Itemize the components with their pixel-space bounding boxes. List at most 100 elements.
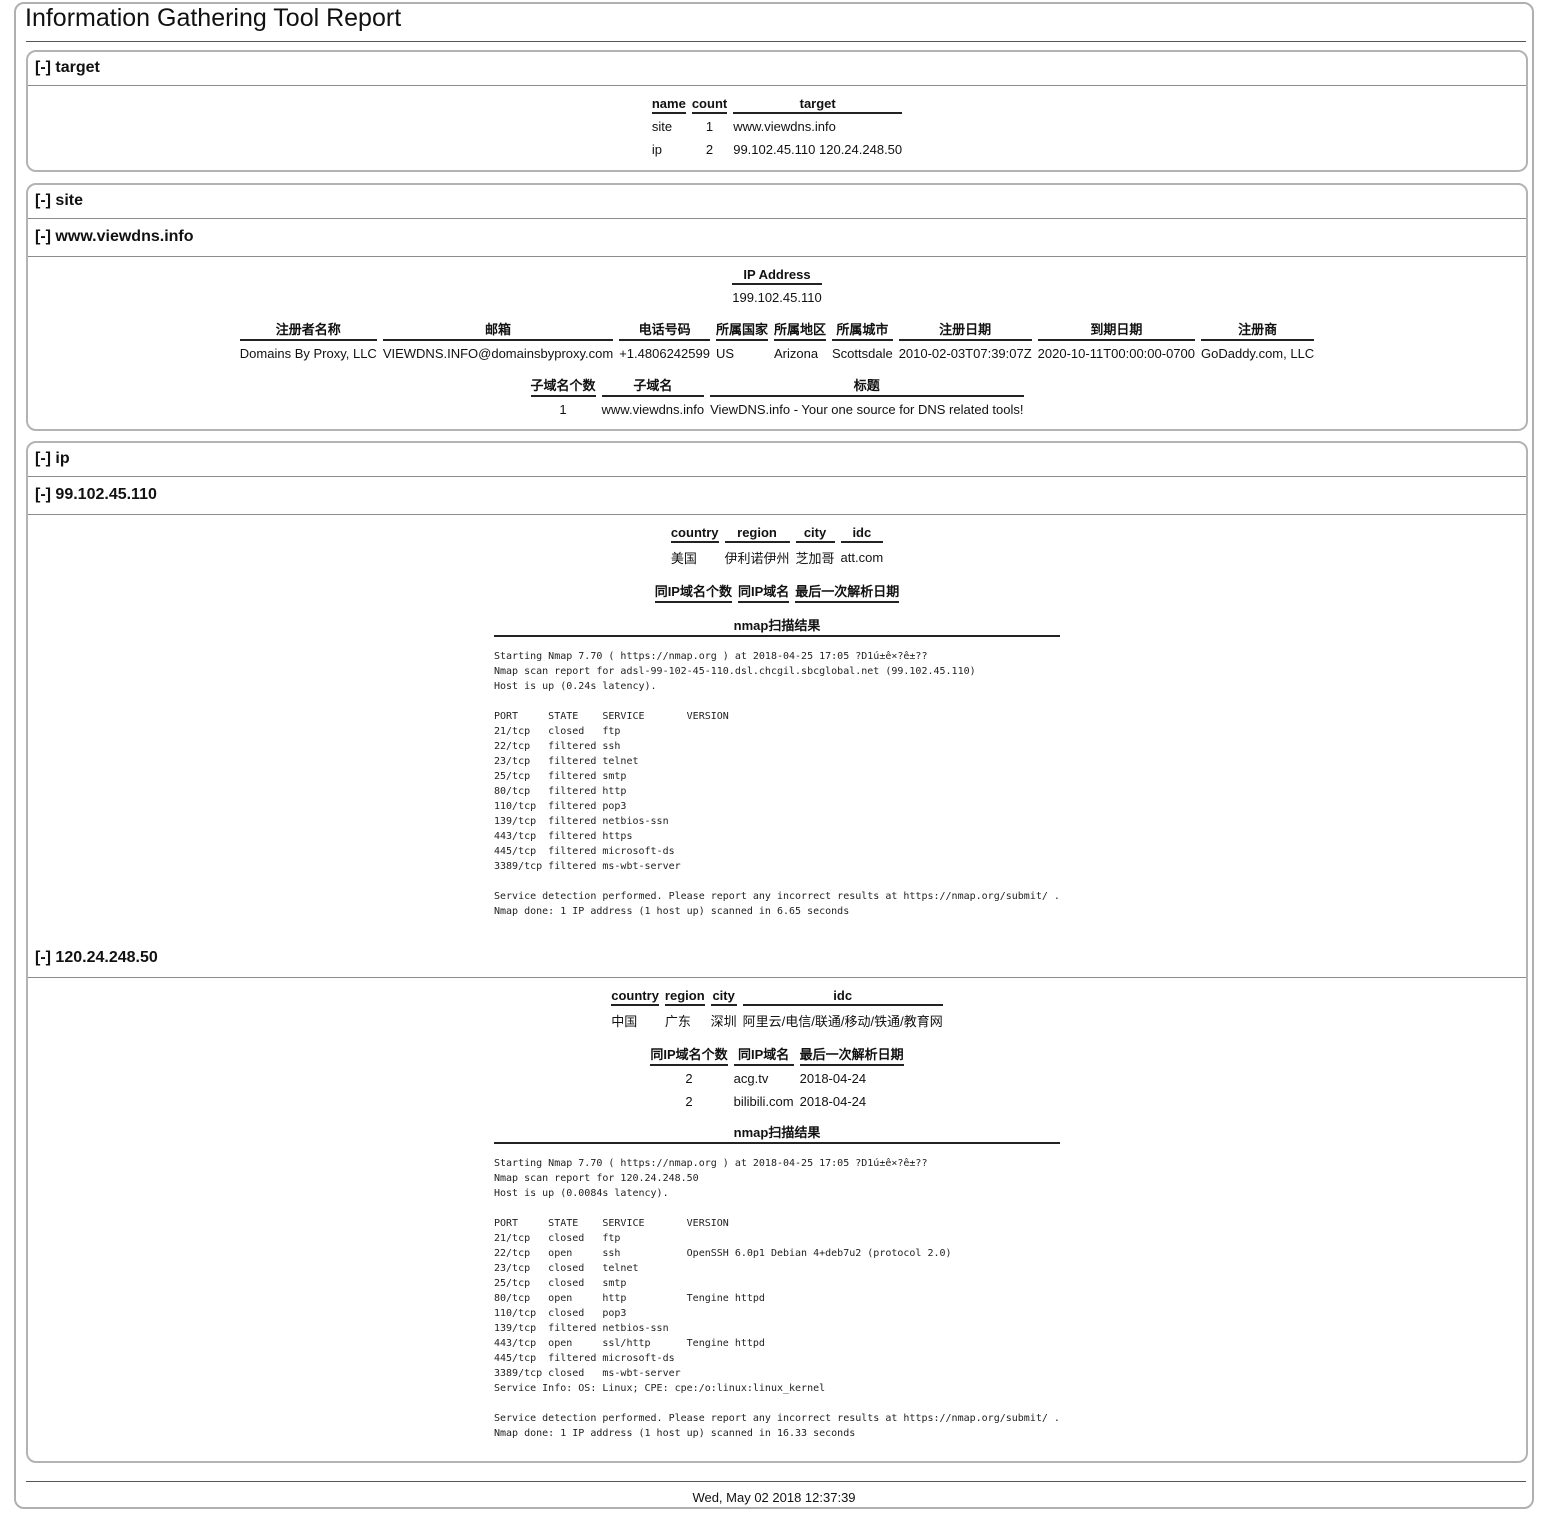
target-section-header[interactable]: [-] target <box>28 52 1526 86</box>
same-ip-table-1: 同IP域名个数同IP域名最后一次解析日期 <box>649 579 906 603</box>
table-cell: 广东 <box>664 1014 691 1029</box>
column-header: 所属城市 <box>831 317 893 341</box>
site-host-header[interactable]: [-] www.viewdns.info <box>28 219 1526 257</box>
table-cell: bilibili.com <box>733 1094 794 1109</box>
table-row: 中国 广东 深圳阿里云/电信/联通/移动/铁通/教育网 <box>611 1006 942 1033</box>
table-cell: acg.tv <box>733 1071 769 1086</box>
table-cell: 2010-02-03T07:39:07Z <box>898 346 1032 361</box>
column-header: 同IP域名个数 <box>654 579 732 603</box>
table-cell: US <box>715 346 735 361</box>
column-header: target <box>733 94 903 114</box>
table-cell: 2020-10-11T00:00:00-0700 <box>1037 346 1195 361</box>
footer-divider <box>26 1481 1526 1482</box>
table-cell: 2018-04-24 <box>799 1094 867 1109</box>
table-cell: 中国 <box>611 1014 638 1029</box>
column-header: city <box>710 986 737 1006</box>
column-header: 子域名个数 <box>530 373 596 397</box>
ip-host-header-2[interactable]: [-] 120.24.248.50 <box>28 940 1526 978</box>
table-cell: ip <box>651 142 662 157</box>
nmap-output-2: Starting Nmap 7.70 ( https://nmap.org ) … <box>494 1158 1060 1439</box>
table-cell: 1 <box>705 119 714 134</box>
table-cell: 1 <box>559 402 567 417</box>
table-cell: Arizona <box>773 346 819 361</box>
site-ip-table: IP Address 199.102.45.110 <box>726 265 827 308</box>
table-cell: 阿里云/电信/联通/移动/铁通/教育网 <box>742 1014 943 1029</box>
table-row: 2 bilibili.com 2018-04-24 <box>650 1089 903 1112</box>
table-cell: 199.102.45.110 <box>732 290 822 305</box>
column-header: 所属地区 <box>773 317 826 341</box>
table-cell: www.viewdns.info <box>601 402 705 417</box>
column-header: country <box>670 523 719 543</box>
table-cell: 深圳 <box>710 1014 737 1029</box>
same-ip-table-2: 同IP域名个数同IP域名最后一次解析日期 2 acg.tv 2018-04-24 2 b… <box>644 1042 909 1112</box>
title-divider <box>26 41 1526 42</box>
table-cell: site <box>651 119 673 134</box>
table-cell: www.viewdns.info <box>733 119 836 134</box>
table-cell: 99.102.45.110 120.24.248.50 <box>733 142 903 157</box>
table-cell: GoDaddy.com, LLC <box>1201 346 1315 361</box>
column-header: 注册商 <box>1201 317 1315 341</box>
table-cell: 2 <box>685 1071 693 1086</box>
table-cell: ViewDNS.info - Your one source for DNS r… <box>710 402 1024 417</box>
site-section-header[interactable]: [-] site <box>28 185 1526 219</box>
site-panel: [-] site [-] www.viewdns.info IP Address… <box>26 183 1528 431</box>
table-row: ip 2 99.102.45.110 120.24.248.50 <box>652 137 902 160</box>
ip-section-header[interactable]: [-] ip <box>28 443 1526 477</box>
table-cell: 伊利诺伊州 <box>724 551 790 566</box>
ip-host-header-1[interactable]: [-] 99.102.45.110 <box>28 477 1526 515</box>
column-header: 标题 <box>710 373 1024 397</box>
table-cell: 美国 <box>670 551 697 566</box>
column-header: idc <box>840 523 884 543</box>
table-cell: 2018-04-24 <box>799 1071 867 1086</box>
table-row: site 1 www.viewdns.info <box>652 114 902 137</box>
table-row: 2 acg.tv 2018-04-24 <box>650 1066 903 1089</box>
column-header: region <box>724 523 790 543</box>
table-cell: +1.4806242599 <box>619 346 710 361</box>
table-cell: 芝加哥 <box>795 551 835 566</box>
column-header: 所属国家 <box>715 317 768 341</box>
report-timestamp: Wed, May 02 2018 12:37:39 <box>692 1490 856 1505</box>
column-header: 最后一次解析日期 <box>795 579 900 603</box>
column-header: 同IP域名个数 <box>650 1042 728 1066</box>
column-header: count <box>691 94 728 114</box>
nmap-title-2: nmap扫描结果 <box>494 1122 1060 1144</box>
column-header: name <box>651 94 686 114</box>
table-cell: att.com <box>840 550 884 565</box>
report-frame <box>14 2 1534 1509</box>
table-cell: VIEWDNS.INFO@domainsbyproxy.com <box>382 346 614 361</box>
nmap-title-1: nmap扫描结果 <box>494 615 1060 637</box>
table-cell: 2 <box>685 1094 693 1109</box>
column-header: 邮箱 <box>382 317 614 341</box>
column-header: 到期日期 <box>1037 317 1195 341</box>
column-header: 同IP域名 <box>737 579 790 603</box>
column-header: IP Address <box>732 265 822 285</box>
column-header: country <box>611 986 659 1006</box>
report-title: Information Gathering Tool Report <box>25 4 402 32</box>
table-cell: Scottsdale <box>831 346 893 361</box>
column-header: 子域名 <box>601 373 705 397</box>
column-header: 注册者名称 <box>239 317 377 341</box>
table-row: 美国 伊利诺伊州芝加哥 att.com <box>671 543 883 570</box>
table-row: Domains By Proxy, LLC VIEWDNS.INFO@domain… <box>240 341 1314 364</box>
site-whois-table: 注册者名称邮箱电话号码所属国家所属地区所属城市注册日期到期日期注册商 Domai… <box>234 317 1320 364</box>
column-header: region <box>664 986 705 1006</box>
column-header: idc <box>742 986 943 1006</box>
table-row: 1 www.viewdns.info ViewDNS.info - Your one… <box>531 397 1024 420</box>
column-header: 同IP域名 <box>733 1042 794 1066</box>
column-header: city <box>795 523 835 543</box>
table-cell: Domains By Proxy, LLC <box>239 346 377 361</box>
table-cell: 2 <box>705 142 714 157</box>
nmap-output-1: Starting Nmap 7.70 ( https://nmap.org ) … <box>494 651 1060 917</box>
column-header: 注册日期 <box>898 317 1032 341</box>
site-subdomain-table: 子域名个数子域名标题 1 www.viewdns.info ViewDNS.info… <box>525 373 1030 420</box>
table-row: 199.102.45.110 <box>732 285 821 308</box>
column-header: 电话号码 <box>619 317 710 341</box>
column-header: 最后一次解析日期 <box>799 1042 904 1066</box>
